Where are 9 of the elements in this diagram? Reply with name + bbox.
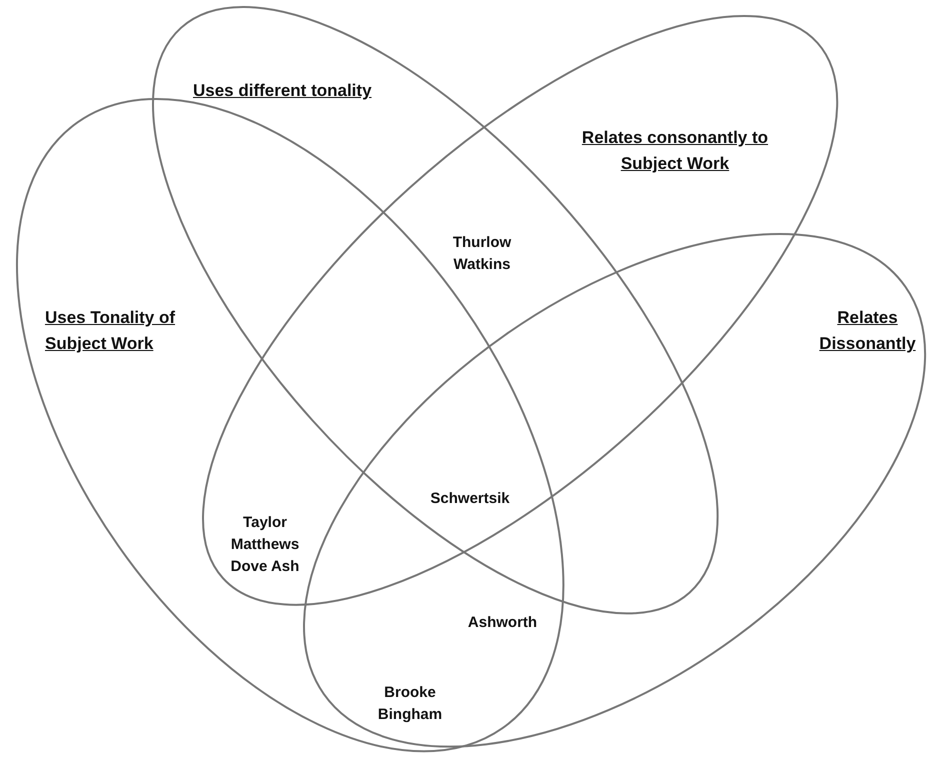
member-names: Ashworth <box>466 613 538 633</box>
set-heading: Uses different tonality <box>192 80 373 102</box>
set-heading: Relates consonantly to Subject Work <box>580 126 770 176</box>
set-heading: Relates Dissonantly <box>818 306 917 356</box>
member-names: Taylor Matthews Dove Ash <box>230 513 300 576</box>
member-names: Thurlow Watkins <box>452 233 512 275</box>
set-heading: Uses Tonality of Subject Work <box>44 306 176 356</box>
member-names: Brooke Bingham <box>376 683 444 725</box>
member-names: Schwertsik <box>429 489 511 509</box>
